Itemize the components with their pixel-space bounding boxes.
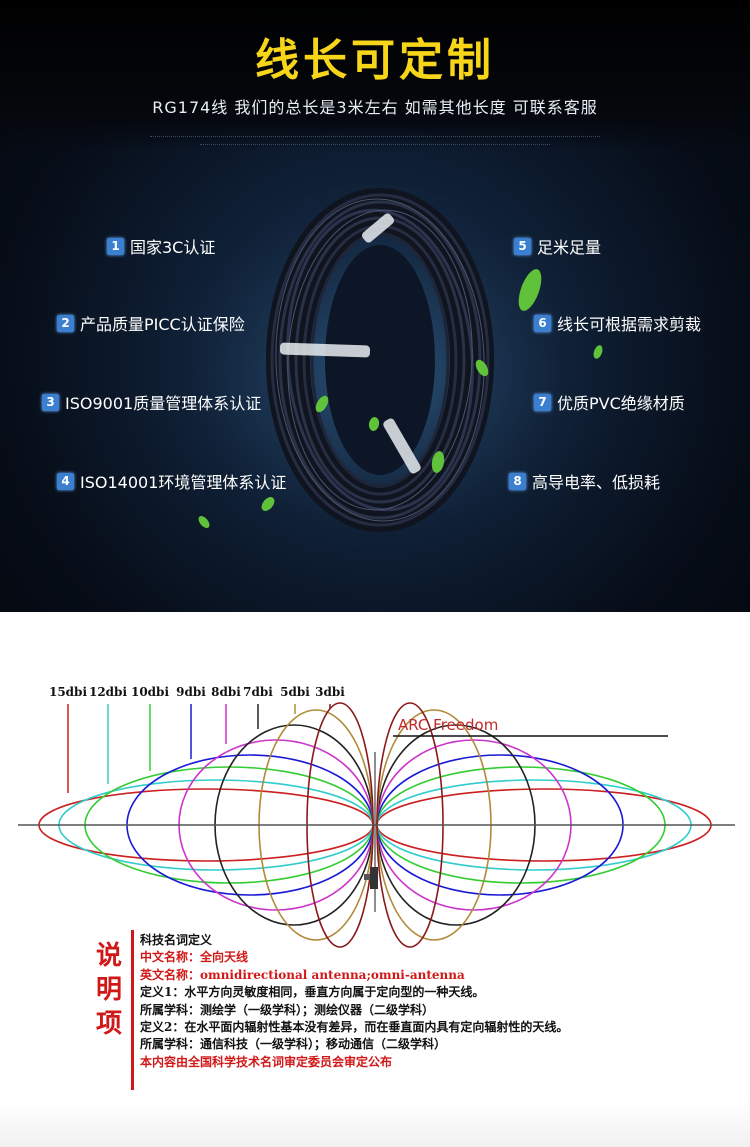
dotted-divider: [200, 144, 550, 146]
term-definition-block: 科技名词定义 中文名称：全向天线 英文名称：omnidirectional an…: [140, 932, 568, 1071]
side-char: 明: [96, 975, 123, 1005]
feature-item-3: 3 ISO9001质量管理体系认证: [42, 390, 261, 414]
banner-title: 线长可定制: [255, 35, 495, 86]
dotted-divider: [150, 136, 600, 138]
bottom-fade: [0, 1100, 750, 1147]
feature-number-badge: 8: [509, 472, 526, 490]
banner-subtitle: RG174线 我们的总长是3米左右 如需其他长度 可联系客服: [152, 98, 598, 117]
feature-number-badge: 6: [534, 314, 551, 332]
feature-item-2: 2 产品质量PICC认证保险: [57, 311, 245, 335]
description-side-title: 说 明 项: [96, 935, 130, 1039]
gain-label-3dbi: 3dbi: [315, 685, 345, 699]
cable-banner: 线长可定制 RG174线 我们的总长是3米左右 如需其他长度 可联系客服: [0, 0, 750, 612]
antenna-mount-icon: [370, 867, 378, 889]
antenna-bracket-icon: [364, 874, 370, 880]
feature-item-7: 7 优质PVC绝缘材质: [534, 390, 685, 414]
feature-item-1: 1 国家3C认证: [107, 234, 215, 258]
subject-2: 所属学科：通信科技（一级学科）；移动通信（二级学科）: [140, 1037, 447, 1052]
english-name: 英文名称：omnidirectional antenna;omni-antenn…: [140, 967, 465, 982]
feature-number-badge: 5: [514, 237, 531, 255]
feature-item-4: 4 ISO14001环境管理体系认证: [57, 469, 286, 493]
gain-label-9dbi: 9dbi: [176, 685, 206, 699]
gain-label-7dbi: 7dbi: [243, 685, 273, 699]
gain-label-8dbi: 8dbi: [211, 685, 241, 699]
feature-number-badge: 4: [57, 472, 74, 490]
definition-heading: 科技名词定义: [140, 933, 213, 947]
subject-1: 所属学科：测绘学（一级学科）；测绘仪器（二级学科）: [140, 1002, 435, 1017]
gain-label-15dbi: 15dbi: [49, 685, 87, 699]
feature-number-badge: 2: [57, 314, 74, 332]
feature-number-badge: 7: [534, 393, 551, 411]
feature-label: ISO14001环境管理体系认证: [80, 473, 287, 492]
cable-coil-image: [120, 188, 640, 570]
side-char: 项: [96, 1009, 123, 1039]
feature-label: ISO9001质量管理体系认证: [65, 394, 262, 413]
gain-label-5dbi: 5dbi: [280, 685, 310, 699]
brand-label: ARC Freedom: [398, 716, 498, 734]
definition-2: 定义2：在水平面内辐射性基本没有差异，而在垂直面内具有定向辐射性的天线。: [140, 1020, 569, 1035]
feature-item-5: 5 足米足量: [514, 234, 601, 258]
side-char: 说: [96, 941, 123, 971]
feature-number-badge: 3: [42, 393, 59, 411]
feature-number-badge: 1: [107, 237, 124, 255]
feature-item-8: 8 高导电率、低损耗: [509, 469, 660, 493]
feature-label: 高导电率、低损耗: [532, 473, 661, 492]
definition-1: 定义1：水平方向灵敏度相同，垂直方向属于定向型的一种天线。: [140, 985, 485, 1000]
feature-label: 产品质量PICC认证保险: [80, 315, 245, 334]
feature-label: 足米足量: [537, 238, 602, 257]
feature-item-6: 6 线长可根据需求剪裁: [534, 311, 701, 335]
banner-header-bg: [0, 0, 750, 150]
feature-label: 线长可根据需求剪裁: [557, 315, 702, 334]
gain-label-10dbi: 10dbi: [131, 685, 169, 699]
feature-label: 优质PVC绝缘材质: [557, 394, 685, 413]
source-note: 本内容由全国科学技术名词审定委员会审定公布: [140, 1054, 393, 1069]
feature-label: 国家3C认证: [130, 238, 216, 257]
red-divider-bar: [131, 930, 134, 1090]
gain-label-12dbi: 12dbi: [89, 685, 127, 699]
chinese-name: 中文名称：全向天线: [140, 950, 249, 965]
